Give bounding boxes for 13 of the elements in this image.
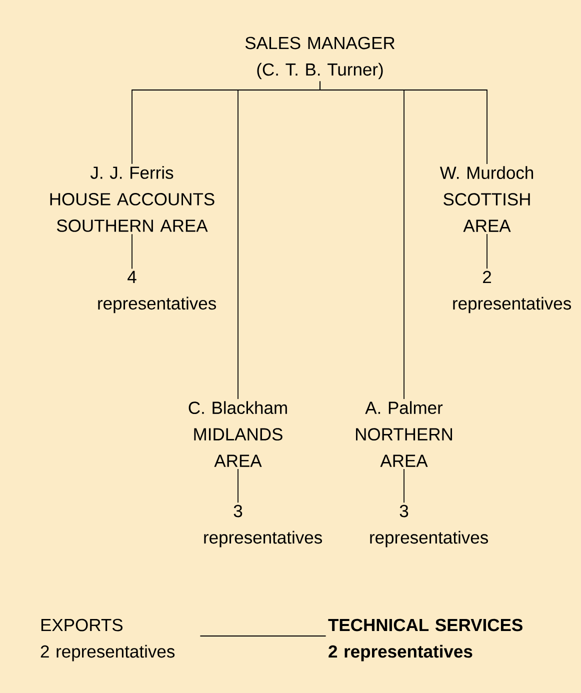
area-label: J. J. Ferris HOUSE ACCOUNTS SOUTHERN AREA bbox=[50, 166, 214, 232]
area-label: W. Murdoch SCOTTISH AREA bbox=[440, 166, 534, 232]
manager-label: SALES MANAGER (C. T. B. Turner) bbox=[245, 36, 395, 80]
connector-line bbox=[320, 80, 488, 164]
staff-count-label: 3 representatives bbox=[204, 504, 322, 548]
area-label: A. Palmer NORTHERN AREA bbox=[356, 401, 452, 467]
connector-line bbox=[486, 234, 488, 270]
staff-count-label: 4 representatives bbox=[98, 270, 216, 314]
department-label: EXPORTS 2 representatives bbox=[40, 618, 175, 662]
staff-count-label: 2 representatives bbox=[453, 270, 571, 314]
department-label: TECHNICAL SERVICES 2 representatives bbox=[328, 618, 522, 662]
area-label: C. Blackham MIDLANDS AREA bbox=[188, 401, 287, 467]
staff-count-label: 3 representatives bbox=[370, 504, 488, 548]
